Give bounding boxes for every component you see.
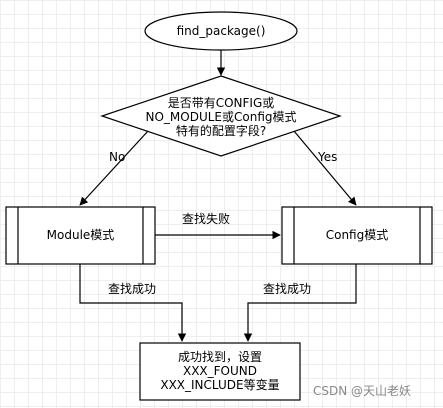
decision-node-shape — [100, 75, 342, 157]
edge-decision-no — [79, 130, 149, 206]
config-mode-label: Config模式 — [325, 228, 389, 242]
edge-label-yes: Yes — [318, 150, 338, 164]
result-line-2: XXX_FOUND — [182, 364, 257, 378]
watermark: CSDN @天山老妖 — [313, 384, 412, 398]
decision-line-1: 是否带有CONFIG或 — [167, 96, 275, 110]
edge-config-success — [243, 264, 357, 342]
result-line-3: XXX_INCLUDE等变量 — [160, 378, 280, 392]
edge-label-search-success-right: 查找成功 — [263, 282, 312, 296]
edge-label-no: No — [109, 150, 126, 164]
edge-decision-yes — [293, 130, 357, 206]
module-mode-label: Module模式 — [46, 228, 115, 242]
result-node-shape — [139, 342, 301, 401]
start-node-label: find_package() — [176, 24, 266, 38]
module-mode-node-shape — [5, 206, 156, 265]
decision-line-3: 特有的配置字段? — [175, 124, 267, 138]
edge-label-search-success-left: 查找成功 — [108, 282, 157, 296]
decision-node-label: 是否带有CONFIG或 NO_MODULE或Config模式 特有的配置字段? — [112, 96, 330, 138]
result-node-label: 成功找到，设置 XXX_FOUND XXX_INCLUDE等变量 — [140, 350, 300, 392]
edge-label-search-fail: 查找失败 — [182, 212, 231, 226]
decision-line-2: NO_MODULE或Config模式 — [145, 110, 297, 124]
config-mode-node-shape — [281, 206, 433, 265]
result-line-1: 成功找到，设置 — [177, 350, 262, 364]
edge-module-success — [79, 264, 187, 342]
